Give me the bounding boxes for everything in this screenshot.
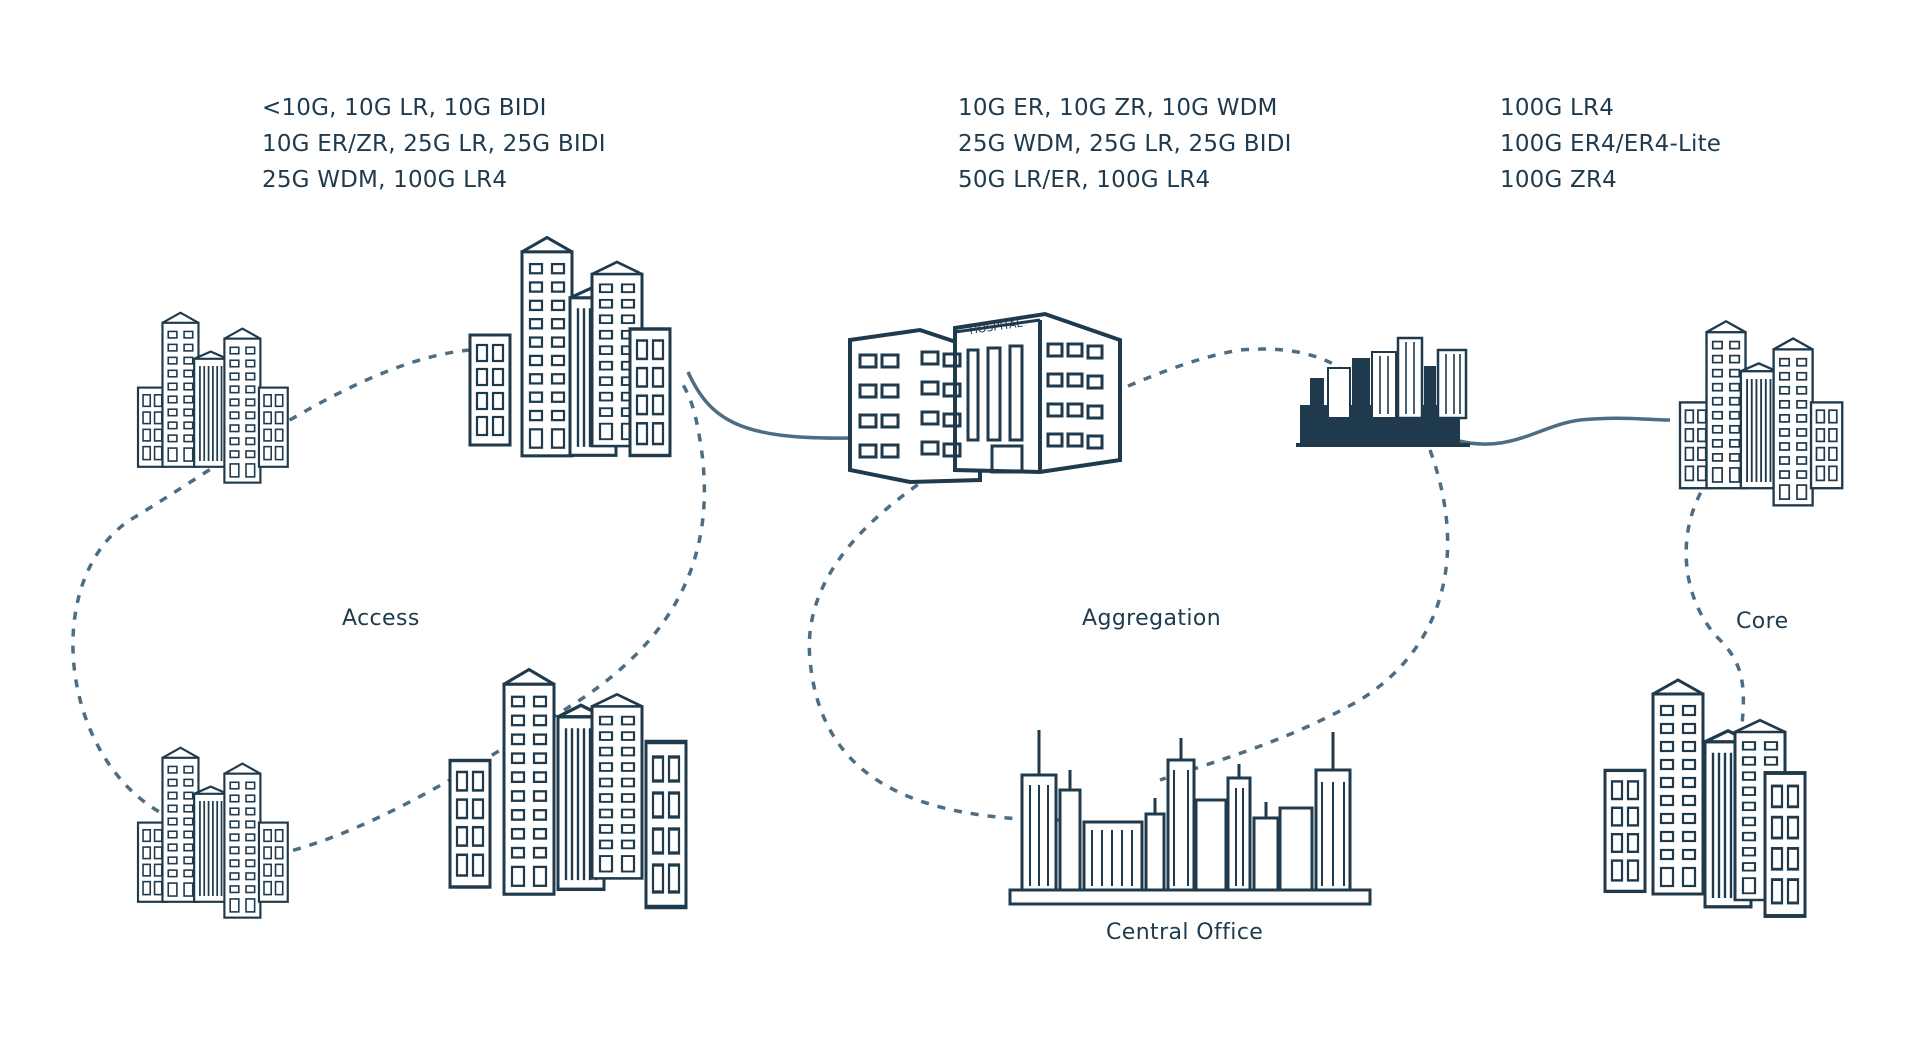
access-building-small-bottom: [138, 748, 288, 918]
aggregation-spec-line-3: 50G LR/ER, 100G LR4: [958, 167, 1211, 193]
aggregation-loop-link: [807, 438, 1061, 822]
core-specs: 100G LR4 100G ER4/ER4-Lite 100G ZR4: [1500, 90, 1721, 198]
access-to-hospital-link: [686, 371, 851, 440]
central-office-label: Central Office: [1106, 920, 1264, 945]
core-building-top: [1680, 321, 1842, 505]
aggregation-to-core-link: [1454, 416, 1671, 446]
access-specs: <10G, 10G LR, 10G BIDI 10G ER/ZR, 25G LR…: [262, 90, 606, 198]
access-spec-line-2: 10G ER/ZR, 25G LR, 25G BIDI: [262, 131, 606, 157]
link-lines: [71, 347, 1746, 860]
hospital-icon: HOSPITAL: [848, 311, 1122, 485]
core-spec-line-1: 100G LR4: [1500, 95, 1615, 121]
aggregation-spec-line-1: 10G ER, 10G ZR, 10G WDM: [958, 95, 1278, 121]
access-building-small-top: [138, 313, 288, 483]
core-spec-line-2: 100G ER4/ER4-Lite: [1500, 131, 1722, 157]
aggregation-right-link: [1159, 449, 1450, 782]
aggregation-label: Aggregation: [1082, 606, 1222, 631]
access-building-large-top: [468, 236, 672, 458]
aggregation-spec-line-2: 25G WDM, 25G LR, 25G BIDI: [958, 131, 1292, 157]
central-office-icon: [1008, 730, 1372, 906]
access-spec-line-3: 25G WDM, 100G LR4: [262, 167, 508, 193]
core-spec-line-3: 100G ZR4: [1500, 167, 1618, 193]
aggregation-upper-link: [1049, 347, 1357, 422]
aggregation-specs: 10G ER, 10G ZR, 10G WDM 25G WDM, 25G LR,…: [958, 90, 1292, 198]
access-loop-link: [71, 348, 471, 817]
core-building-bottom: [1603, 678, 1807, 918]
aggregation-skyline-icon: [1296, 336, 1470, 447]
access-building-large-bottom: [448, 667, 686, 908]
core-link: [1684, 463, 1746, 726]
access-label: Access: [342, 606, 420, 631]
access-spec-line-1: <10G, 10G LR, 10G BIDI: [262, 95, 547, 121]
core-label: Core: [1736, 609, 1789, 634]
